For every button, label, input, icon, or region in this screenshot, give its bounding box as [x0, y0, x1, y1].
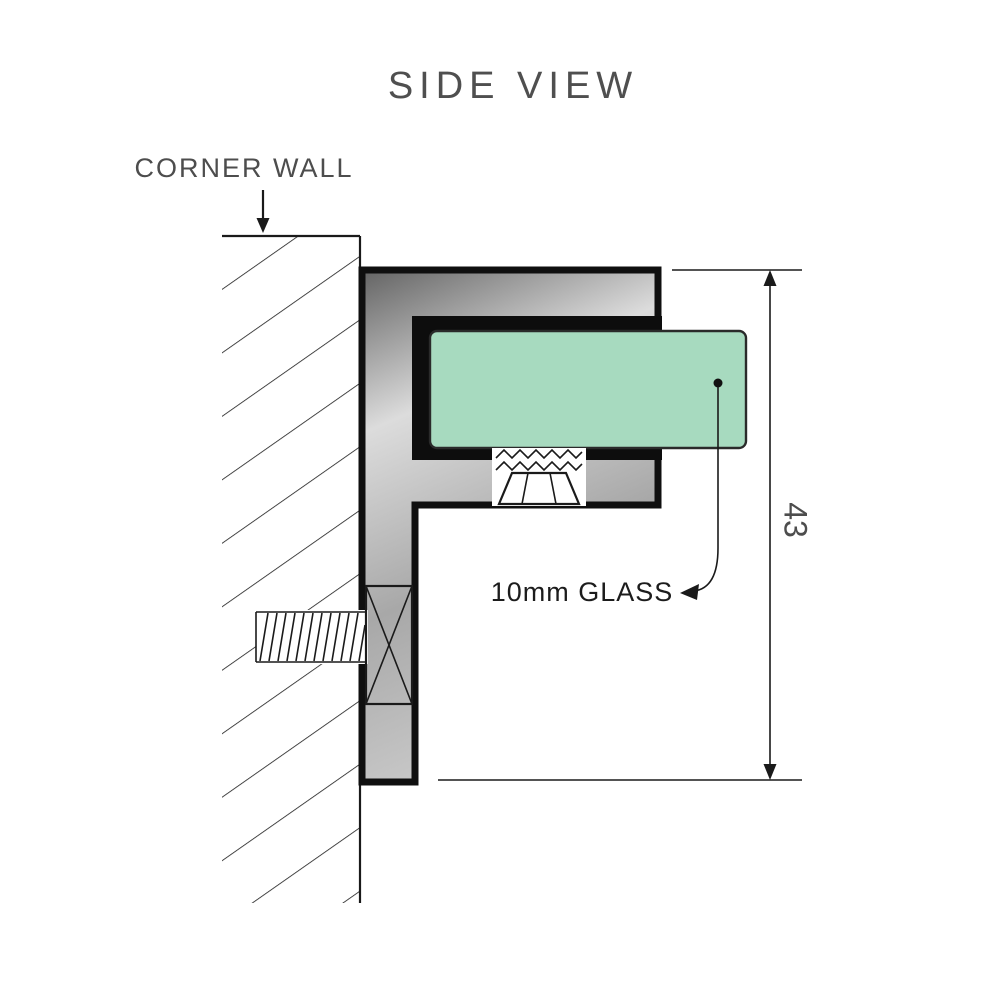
dimension-arrowhead-top-icon	[763, 270, 777, 286]
glass-panel	[428, 329, 748, 450]
grub-screw-body	[492, 448, 586, 506]
grub-screw-tip-detail-2	[549, 472, 557, 505]
screw-head	[364, 584, 414, 706]
corner-wall-arrowhead-icon	[256, 218, 270, 233]
screw-threads	[259, 612, 366, 662]
grub-screw-tip	[497, 471, 581, 506]
leader-arrowhead-icon	[680, 584, 699, 600]
grub-screw-thread-1	[495, 448, 583, 460]
glass-callout	[680, 378, 723, 600]
grub-screw	[492, 448, 586, 506]
wall-hatching	[222, 236, 360, 903]
dimension-arrowhead-bottom-icon	[763, 764, 777, 780]
glass-label: 10mm GLASS	[491, 577, 674, 607]
corner-wall-label: CORNER WALL	[134, 153, 353, 183]
leader-line	[693, 387, 719, 592]
grub-screw-thread-2	[495, 460, 583, 472]
mounting-screw	[255, 584, 414, 706]
leader-dot	[713, 378, 723, 388]
grub-screw-tip-detail-1	[521, 472, 529, 505]
screw-head-cross-2	[365, 585, 413, 705]
page-title: SIDE VIEW	[388, 65, 638, 107]
dimension-label: 43	[778, 502, 814, 538]
dimension-43: 43	[438, 269, 814, 781]
